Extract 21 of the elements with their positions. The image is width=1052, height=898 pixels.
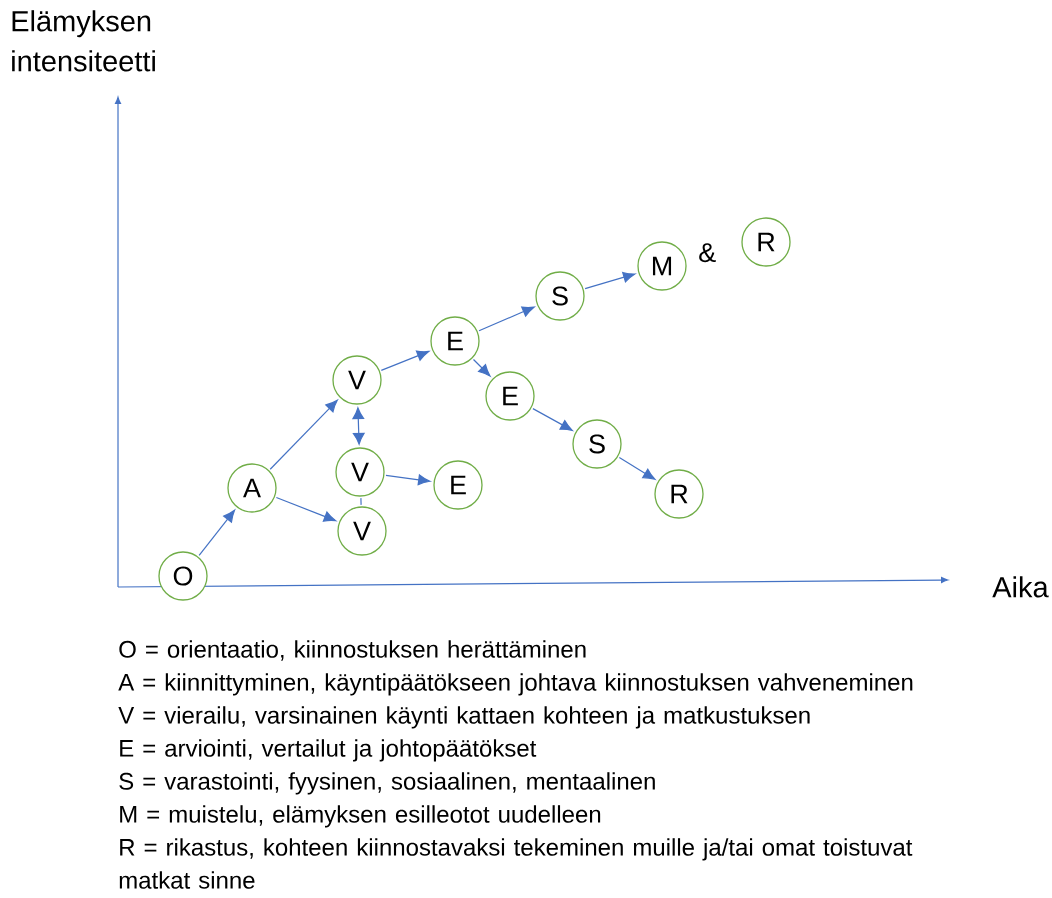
- legend-text: O = orientaatio, kiinnostuksen herättäminen: [119, 640, 586, 661]
- legend-text: M = muistelu, elämyksen esilleotot uudelleen: [120, 805, 601, 828]
- ampersand: &: [699, 243, 716, 263]
- arrow: [198, 509, 236, 556]
- arrow: [380, 350, 430, 371]
- arrow: [472, 358, 491, 377]
- legend-text: A = kiinnittyminen, käyntipäätökseen johtava kiinnostuksen vahveneminen: [118, 673, 913, 696]
- legend-text: E = arviointi, vertailut ja johtopäätökset: [120, 739, 537, 762]
- arrow: [269, 399, 338, 470]
- legend-text: R = rikastus, kohteen kiinnostavaksi tekeminen muille ja/tai omat toistuvat matkat sinne: [119, 838, 913, 889]
- legend-text: S = varastointi, fyysinen, sosiaalinen, mentaalinen: [119, 772, 655, 795]
- arrow: [275, 496, 337, 522]
- arrow: [352, 407, 365, 445]
- legend-text: V = vierailu, varsinainen käynti kattaen kohteen ja matkustuksen: [118, 706, 810, 729]
- arrow: [478, 306, 535, 332]
- axis-label: Aika: [992, 576, 1049, 598]
- arrow: [385, 474, 431, 486]
- arrow: [584, 271, 636, 290]
- axis-label: Elämyksen intensiteetti: [12, 10, 155, 72]
- arrow: [532, 408, 573, 431]
- arrow: [618, 457, 656, 480]
